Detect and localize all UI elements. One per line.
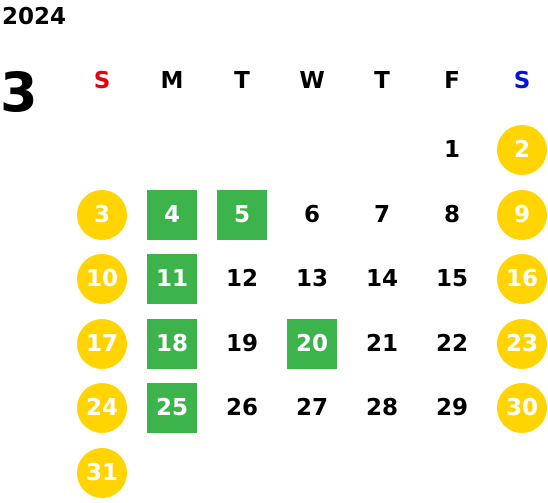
- day-11[interactable]: 11: [147, 254, 197, 304]
- day-26[interactable]: 26: [225, 395, 258, 421]
- day-23[interactable]: 23: [497, 318, 547, 369]
- day-1[interactable]: 1: [443, 137, 460, 163]
- day-6[interactable]: 6: [303, 201, 320, 228]
- day-8[interactable]: 8: [443, 201, 460, 228]
- day-5[interactable]: 5: [217, 189, 267, 240]
- weekday-header-1: M: [160, 68, 184, 94]
- day-9[interactable]: 9: [497, 189, 547, 240]
- day-25[interactable]: 25: [147, 383, 197, 433]
- weekday-header-0: S: [93, 68, 111, 94]
- day-10[interactable]: 10: [77, 254, 127, 304]
- day-29[interactable]: 29: [435, 395, 468, 421]
- day-22[interactable]: 22: [435, 330, 468, 357]
- day-18[interactable]: 18: [147, 318, 197, 369]
- day-12[interactable]: 12: [225, 266, 258, 292]
- day-14[interactable]: 14: [365, 266, 398, 292]
- year-label: 2024: [2, 4, 67, 30]
- day-31[interactable]: 31: [77, 447, 127, 498]
- day-2[interactable]: 2: [497, 125, 547, 175]
- month-number: 3: [0, 61, 38, 124]
- day-16[interactable]: 16: [497, 254, 547, 304]
- weekday-header-5: F: [444, 68, 460, 94]
- weekday-header-6: S: [513, 68, 531, 94]
- weekday-header-4: T: [374, 68, 390, 94]
- day-30[interactable]: 30: [497, 383, 547, 433]
- weekday-header-2: T: [234, 68, 250, 94]
- day-3[interactable]: 3: [77, 189, 127, 240]
- weekday-header-3: W: [299, 68, 325, 94]
- day-28[interactable]: 28: [365, 395, 398, 421]
- day-27[interactable]: 27: [295, 395, 328, 421]
- day-19[interactable]: 19: [225, 330, 258, 357]
- day-20[interactable]: 20: [287, 318, 337, 369]
- day-13[interactable]: 13: [295, 266, 328, 292]
- day-21[interactable]: 21: [365, 330, 398, 357]
- day-4[interactable]: 4: [147, 189, 197, 240]
- day-15[interactable]: 15: [435, 266, 468, 292]
- day-24[interactable]: 24: [77, 383, 127, 433]
- day-7[interactable]: 7: [373, 201, 390, 228]
- day-17[interactable]: 17: [77, 318, 127, 369]
